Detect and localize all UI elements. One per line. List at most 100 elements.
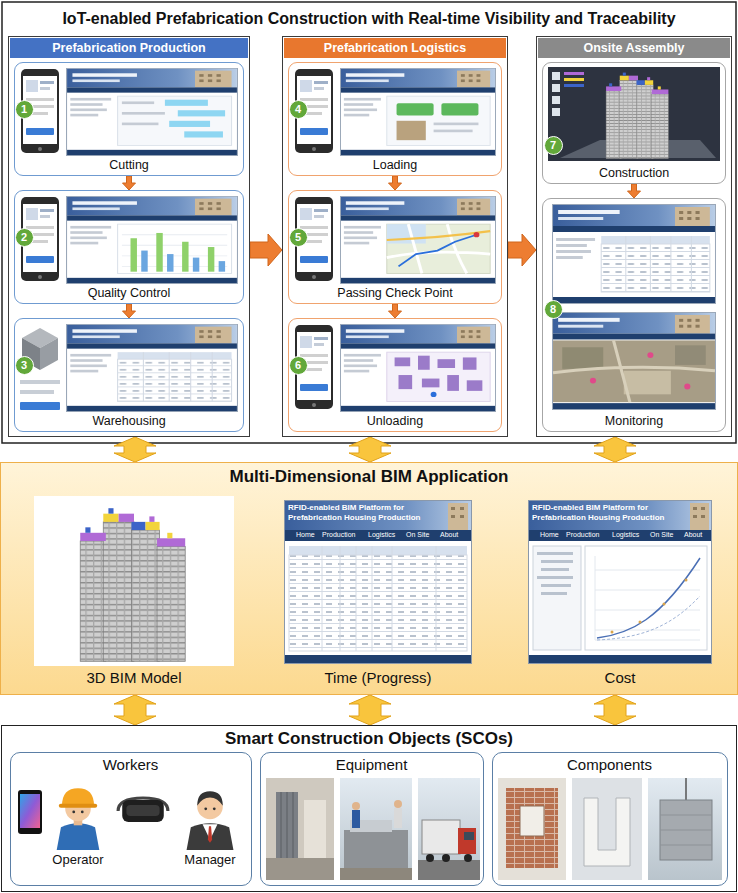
step-number-text: 3	[21, 360, 27, 371]
flow-arrow	[389, 176, 402, 190]
bim-band: Multi-Dimensional BIM Application 3D BIM …	[0, 462, 738, 695]
bim-view: Cost	[522, 492, 718, 690]
screen-text: Home	[296, 531, 315, 539]
stage-panel: Onsite AssemblyConstruction 7Monitoring 8	[536, 36, 732, 437]
screen-text: About	[684, 531, 702, 539]
component-photos	[498, 778, 722, 880]
bim-view-text: 3D BIM Model	[86, 669, 181, 687]
bim-view: 3D BIM Model	[28, 492, 240, 690]
label-area: Manager	[150, 852, 270, 868]
double-arrow	[114, 437, 156, 462]
construction-view	[548, 67, 720, 161]
process-box: Warehousing 3	[14, 318, 244, 432]
label-area: RFID-enabled BIM Platform for Prefabrica…	[288, 503, 446, 522]
sco-group-text: Components	[567, 756, 652, 774]
screen-text: About	[440, 531, 458, 539]
step-number: 2	[15, 228, 34, 247]
step-number-text: 8	[550, 304, 556, 315]
double-arrow	[594, 695, 636, 725]
label-area: On Site	[406, 531, 429, 539]
sco-group-text: Workers	[103, 756, 159, 774]
label-area: Production	[566, 531, 599, 539]
flow-arrow	[508, 234, 536, 266]
process-box: Passing Check Point 5	[288, 190, 502, 304]
process-box: Loading 4	[288, 62, 502, 176]
step-number: 1	[15, 100, 34, 119]
monitoring-screens	[553, 205, 716, 410]
worker-label: Operator	[18, 852, 138, 868]
process-box: Cutting 1	[14, 62, 244, 176]
worker-label: Manager	[150, 852, 270, 868]
double-arrow	[114, 695, 156, 725]
process-box: Quality Control 2	[14, 190, 244, 304]
step-number: 5	[289, 228, 308, 247]
flow-arrow	[250, 234, 282, 266]
step-number-text: 2	[21, 232, 27, 243]
bim-model-picture	[34, 496, 234, 666]
process-box-text: Cutting	[105, 158, 153, 173]
label-area: Production	[322, 531, 355, 539]
sco-group: Components	[492, 752, 728, 886]
flow-arrow	[123, 304, 136, 318]
screen-text: Logistics	[612, 531, 639, 539]
progress-screenshot	[285, 501, 472, 664]
screen-text: RFID-enabled BIM Platform for Prefabrica…	[532, 503, 688, 522]
bim-view-text: Cost	[605, 669, 636, 687]
stage-panel: Prefabrication ProductionCutting 1Quality…	[8, 36, 250, 437]
label-area: Logistics	[612, 531, 639, 539]
step-number-text: 4	[295, 104, 301, 115]
cost-screenshot	[529, 501, 712, 664]
step-number-text: 1	[21, 104, 27, 115]
label-area: RFID-enabled BIM Platform for Prefabrica…	[532, 503, 688, 522]
label-area: Home	[540, 531, 559, 539]
process-box-text: Construction	[595, 166, 673, 181]
process-box-text: Loading	[369, 158, 422, 173]
step-number: 3	[15, 356, 34, 375]
stage-panel-text: Onsite Assembly	[538, 38, 730, 58]
process-box-text: Passing Check Point	[333, 286, 456, 301]
step-number: 8	[544, 300, 563, 319]
screen-text: RFID-enabled BIM Platform for Prefabrica…	[288, 503, 446, 522]
stage-panel-text: Prefabrication Logistics	[284, 38, 506, 58]
label-area: Operator	[18, 852, 138, 868]
screen-text: Production	[322, 531, 355, 539]
step-number-text: 6	[295, 360, 301, 371]
flow-arrow	[123, 176, 136, 190]
step-number: 6	[289, 356, 308, 375]
double-arrow	[349, 437, 391, 462]
screen-text: Production	[566, 531, 599, 539]
screen-text: On Site	[650, 531, 673, 539]
flow-arrow	[389, 304, 402, 318]
step-number-text: 7	[550, 140, 556, 151]
band-ground	[0, 462, 738, 695]
bim-view: Time (Progress)	[278, 492, 478, 690]
process-box-text: Monitoring	[601, 414, 667, 429]
label-area: About	[440, 531, 458, 539]
process-box-text: Warehousing	[88, 414, 169, 429]
worker-icons	[18, 788, 233, 850]
process-box-text: Quality Control	[84, 286, 175, 301]
process-box: Unloading6	[288, 318, 502, 432]
label-area: On Site	[650, 531, 673, 539]
bim-band-text: Multi-Dimensional BIM Application	[230, 467, 509, 487]
stage-panel-text: Prefabrication Production	[10, 38, 248, 58]
step-number: 4	[289, 100, 308, 119]
section-frame	[2, 2, 736, 443]
sco-panel-text: Smart Construction Objects (SCOs)	[225, 729, 513, 749]
process-box: Monitoring 8	[542, 198, 726, 432]
warehousing-screens	[20, 324, 237, 411]
title-area: IoT-enabled Prefabrication Construction …	[0, 9, 738, 29]
checkpoint-screens	[295, 196, 496, 283]
step-number-text: 5	[295, 232, 301, 243]
screen-text: On Site	[406, 531, 429, 539]
screen-text: Home	[540, 531, 559, 539]
diagram-title: IoT-enabled Prefabrication Construction …	[62, 9, 675, 29]
label-area: Logistics	[368, 531, 395, 539]
quality-screens	[21, 196, 237, 283]
process-box: Construction 7	[542, 62, 726, 184]
step-number: 7	[544, 136, 563, 155]
loading-screens	[295, 68, 496, 155]
label-area: Home	[296, 531, 315, 539]
bim-view-text: Time (Progress)	[325, 669, 432, 687]
cutting-screens	[21, 68, 237, 155]
